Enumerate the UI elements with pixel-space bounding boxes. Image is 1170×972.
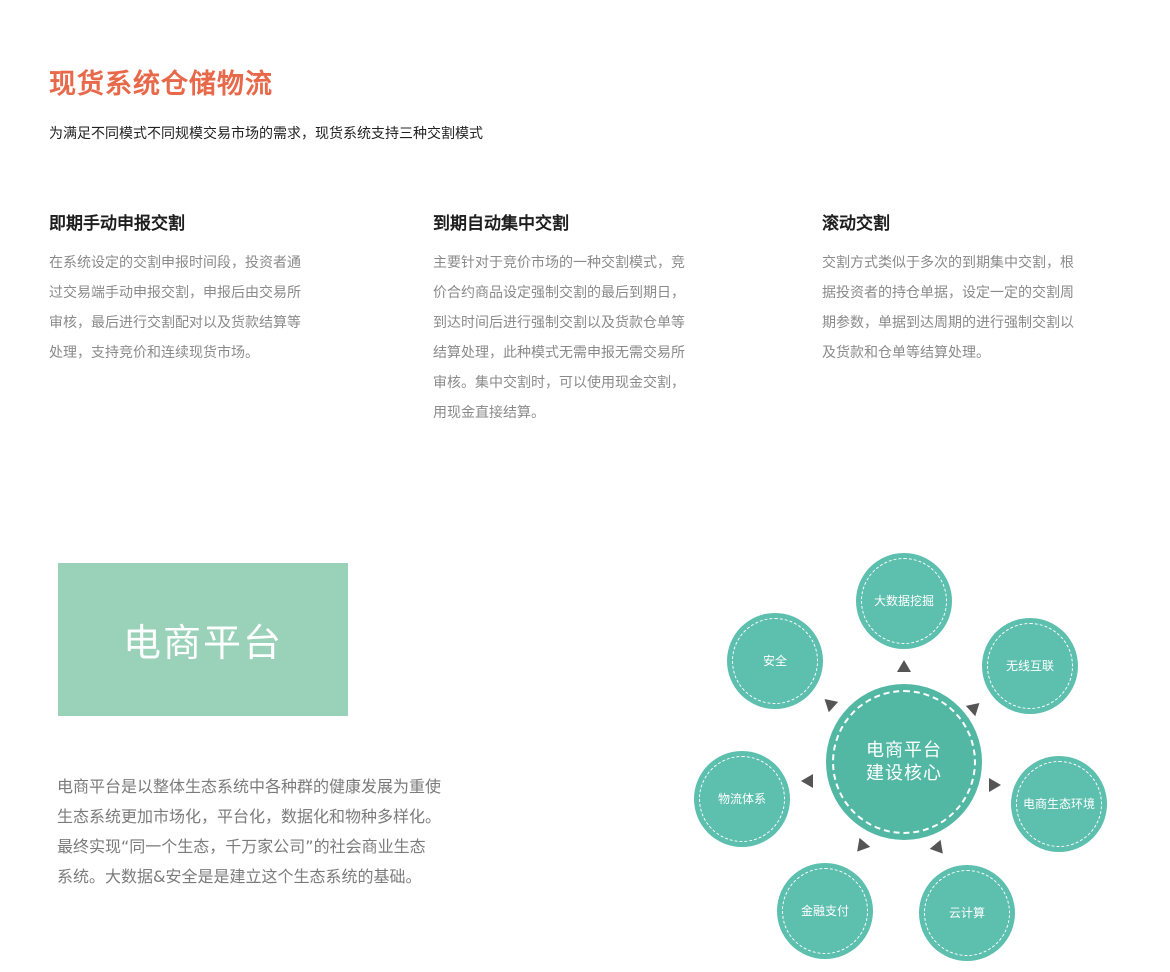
diagram-center-node: 电商平台 建设核心 xyxy=(826,684,982,840)
node-label: 安全 xyxy=(762,654,787,668)
node-label: 云计算 xyxy=(948,906,985,920)
center-label-line: 建设核心 xyxy=(866,763,942,784)
ecommerce-desc-line: 生态系统更加市场化，平台化，数据化和物种多样化。 xyxy=(57,807,442,826)
ecommerce-banner: 电商平台 xyxy=(58,563,348,716)
node-label: 无线互联 xyxy=(1005,659,1054,673)
page-subtitle: 为满足不同模式不同规模交易市场的需求，现货系统支持三种交割模式 xyxy=(49,126,483,142)
mode-title: 到期自动集中交割 xyxy=(433,214,569,234)
node-label: 大数据挖掘 xyxy=(873,594,934,608)
ecommerce-desc-line: 最终实现“同一个生态，千万家公司”的社会商业生态 xyxy=(57,837,426,856)
arrow-icon xyxy=(801,774,813,788)
mode-desc-line: 及货款和仓单等结算处理。 xyxy=(822,345,990,361)
node-logistics: 物流体系 xyxy=(694,751,790,847)
mode-desc-line: 据投资者的持仓单据，设定一定的交割周 xyxy=(822,285,1074,301)
center-label-line: 电商平台 xyxy=(866,740,942,761)
ecommerce-banner-label: 电商平台 xyxy=(122,621,283,665)
ecommerce-desc-line: 电商平台是以整体生态系统中各种群的健康发展为重使 xyxy=(57,777,442,796)
node-cloud: 云计算 xyxy=(919,865,1015,961)
arrow-icon xyxy=(965,697,985,717)
node-big-data: 大数据挖掘 xyxy=(856,553,952,649)
mode-desc-line: 在系统设定的交割申报时间段，投资者通 xyxy=(49,255,301,271)
mode-desc-line: 交割方式类似于多次的到期集中交割，根 xyxy=(822,255,1074,271)
mode-title: 滚动交割 xyxy=(822,214,890,234)
mode-desc-line: 结算处理，此种模式无需申报无需交易所 xyxy=(433,345,685,361)
mode-desc-line: 用现金直接结算。 xyxy=(433,405,545,421)
arrow-icon xyxy=(989,778,1001,792)
page-title: 现货系统仓储物流 xyxy=(49,69,273,100)
mode-desc-line: 到达时间后进行强制交割以及货款仓单等 xyxy=(433,315,685,331)
mode-description: 主要针对于竞价市场的一种交割模式，竞 价合约商品设定强制交割的最后到期日， 到达… xyxy=(433,248,733,428)
mode-spot-manual: 即期手动申报交割 在系统设定的交割申报时间段，投资者通 过交易端手动申报交割，申… xyxy=(49,209,349,368)
mode-rolling: 滚动交割 交割方式类似于多次的到期集中交割，根 据投资者的持仓单据，设定一定的交… xyxy=(822,209,1122,368)
node-eco-environment: 电商生态环境 xyxy=(1011,756,1107,852)
arrow-icon xyxy=(897,660,911,672)
arrow-icon xyxy=(851,837,871,857)
mode-desc-line: 价合约商品设定强制交割的最后到期日， xyxy=(433,285,685,301)
ecommerce-description: 电商平台是以整体生态系统中各种群的健康发展为重使 生态系统更加市场化，平台化，数… xyxy=(57,772,517,892)
node-payment: 金融支付 xyxy=(777,863,873,959)
node-label: 金融支付 xyxy=(800,904,849,918)
arrow-icon xyxy=(819,693,839,713)
mode-desc-line: 处理，支持竞价和连续现货市场。 xyxy=(49,345,259,361)
mode-description: 在系统设定的交割申报时间段，投资者通 过交易端手动申报交割，申报后由交易所 审核… xyxy=(49,248,349,368)
node-label: 电商生态环境 xyxy=(1022,797,1095,811)
node-wireless: 无线互联 xyxy=(982,618,1078,714)
node-label: 物流体系 xyxy=(717,792,766,806)
mode-desc-line: 审核，最后进行交割配对以及货款结算等 xyxy=(49,315,301,331)
mode-expiry-auto: 到期自动集中交割 主要针对于竞价市场的一种交割模式，竞 价合约商品设定强制交割的… xyxy=(433,209,733,428)
mode-description: 交割方式类似于多次的到期集中交割，根 据投资者的持仓单据，设定一定的交割周 期参… xyxy=(822,248,1122,368)
node-security: 安全 xyxy=(727,613,823,709)
mode-desc-line: 主要针对于竞价市场的一种交割模式，竞 xyxy=(433,255,685,271)
mode-title: 即期手动申报交割 xyxy=(49,214,185,234)
ecommerce-desc-line: 系统。大数据&安全是是建立这个生态系统的基础。 xyxy=(57,867,422,886)
mode-desc-line: 期参数，单据到达周期的进行强制交割以 xyxy=(822,315,1074,331)
mode-desc-line: 审核。集中交割时，可以使用现金交割， xyxy=(433,375,685,391)
arrow-icon xyxy=(929,839,949,859)
mode-desc-line: 过交易端手动申报交割，申报后由交易所 xyxy=(49,285,301,301)
